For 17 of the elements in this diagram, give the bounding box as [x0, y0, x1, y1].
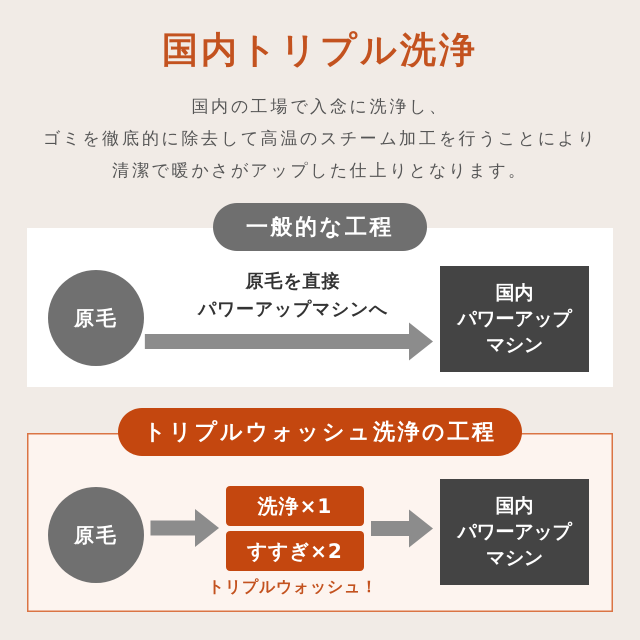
- machine-box: 国内パワーアップマシン: [440, 479, 589, 585]
- arrow: [150, 509, 219, 547]
- material-circle: 原毛: [48, 487, 144, 583]
- arrow: [371, 510, 433, 548]
- step-box: すすぎ×2: [226, 531, 364, 571]
- note-text: トリプルウォッシュ！: [208, 576, 378, 598]
- section-heading: 一般的な工程: [213, 203, 427, 251]
- title: 国内トリプル洗浄: [162, 28, 478, 73]
- edge-label: 原毛を直接パワーアップマシンへ: [198, 270, 388, 322]
- description-text: 国内の工場で入念に洗浄し、: [191, 96, 449, 119]
- section-heading: トリプルウォッシュ洗浄の工程: [118, 408, 522, 456]
- description-text: 清潔で暖かさがアップした仕上りとなります。: [112, 160, 528, 183]
- description-text: ゴミを徹底的に除去して高温のスチーム加工を行うことにより: [42, 128, 598, 151]
- material-circle: 原毛: [48, 270, 144, 366]
- arrow: [144, 322, 433, 360]
- machine-box: 国内パワーアップマシン: [440, 266, 589, 372]
- step-box: 洗浄×1: [226, 486, 364, 526]
